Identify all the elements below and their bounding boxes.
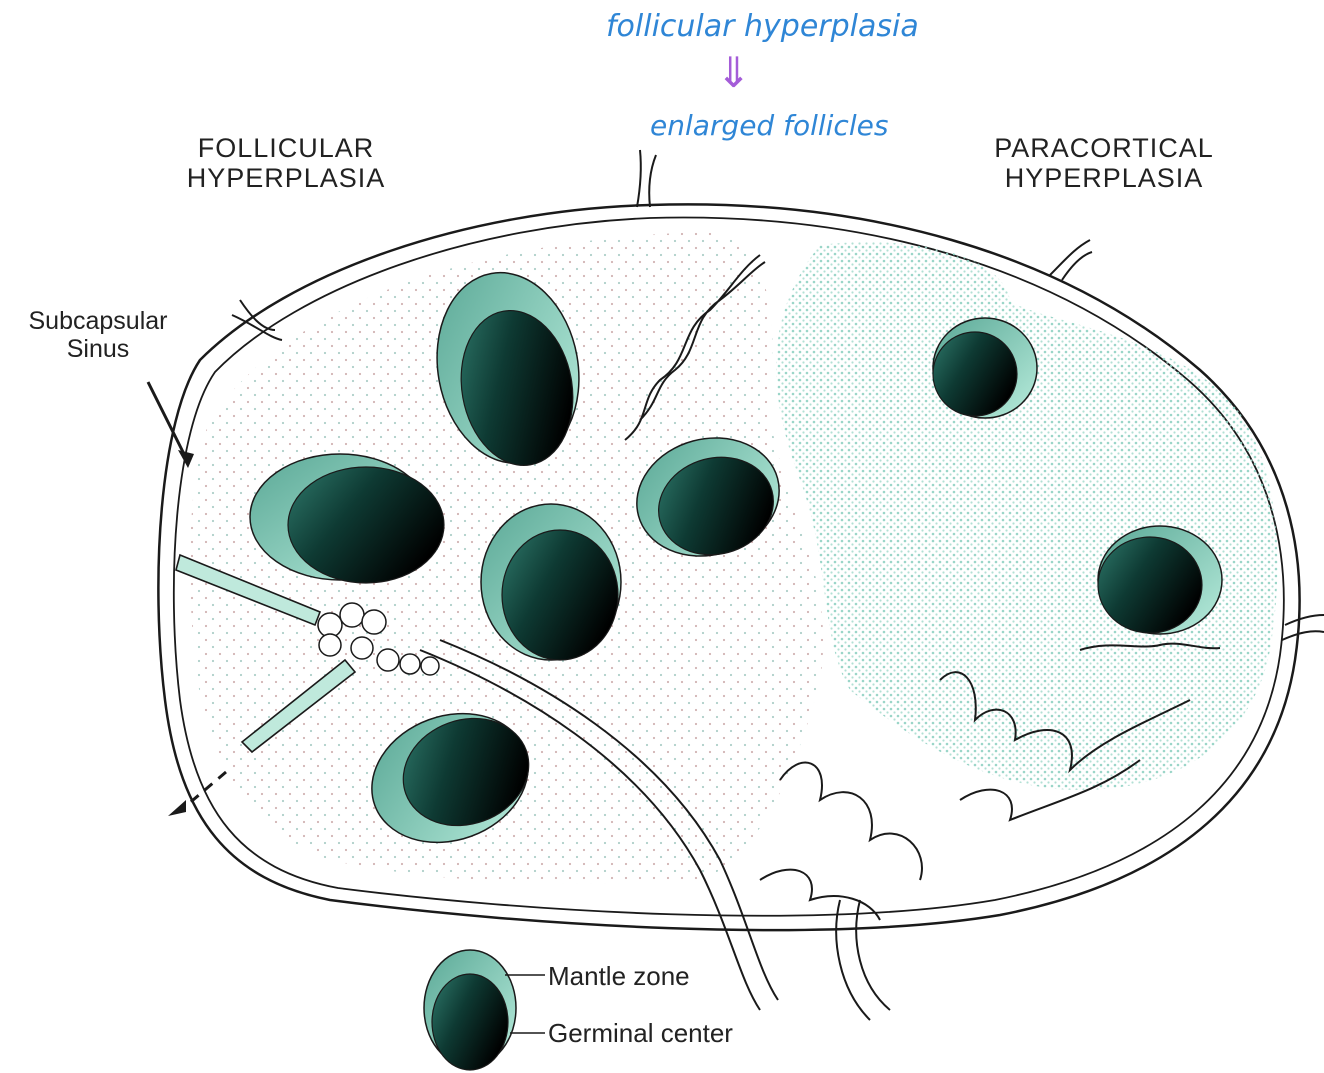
label-sinus-line2: Sinus xyxy=(8,336,188,364)
label-follicular-line2: HYPERPLASIA xyxy=(170,164,402,194)
label-paracortical-hyperplasia: PARACORTICAL HYPERPLASIA xyxy=(976,134,1232,193)
label-follicular-hyperplasia: FOLLICULAR HYPERPLASIA xyxy=(170,134,402,193)
label-paracortical-line1: PARACORTICAL xyxy=(976,134,1232,164)
efferent-dashed-arrowhead xyxy=(168,800,186,816)
legend-germinal-center-label: Germinal center xyxy=(548,1019,733,1048)
label-paracortical-line2: HYPERPLASIA xyxy=(976,164,1232,194)
afferent-vessel-top xyxy=(637,150,656,207)
label-subcapsular-sinus: Subcapsular Sinus xyxy=(8,308,188,363)
follicle-center xyxy=(481,504,621,660)
annotation-follicular-hyperplasia: follicular hyperplasia xyxy=(606,12,919,42)
follicle-paracortex-right xyxy=(1098,526,1222,634)
label-follicular-line1: FOLLICULAR xyxy=(170,134,402,164)
annotation-arrow: ⇓ xyxy=(716,52,751,94)
afferent-vessel-right xyxy=(1050,240,1092,280)
label-sinus-line1: Subcapsular xyxy=(8,308,188,336)
annotation-enlarged-follicles: enlarged follicles xyxy=(650,112,888,140)
follicle-paracortex-top xyxy=(933,318,1037,418)
legend-mantle-zone-label: Mantle zone xyxy=(548,962,690,991)
legend-follicle-icon xyxy=(424,950,516,1070)
